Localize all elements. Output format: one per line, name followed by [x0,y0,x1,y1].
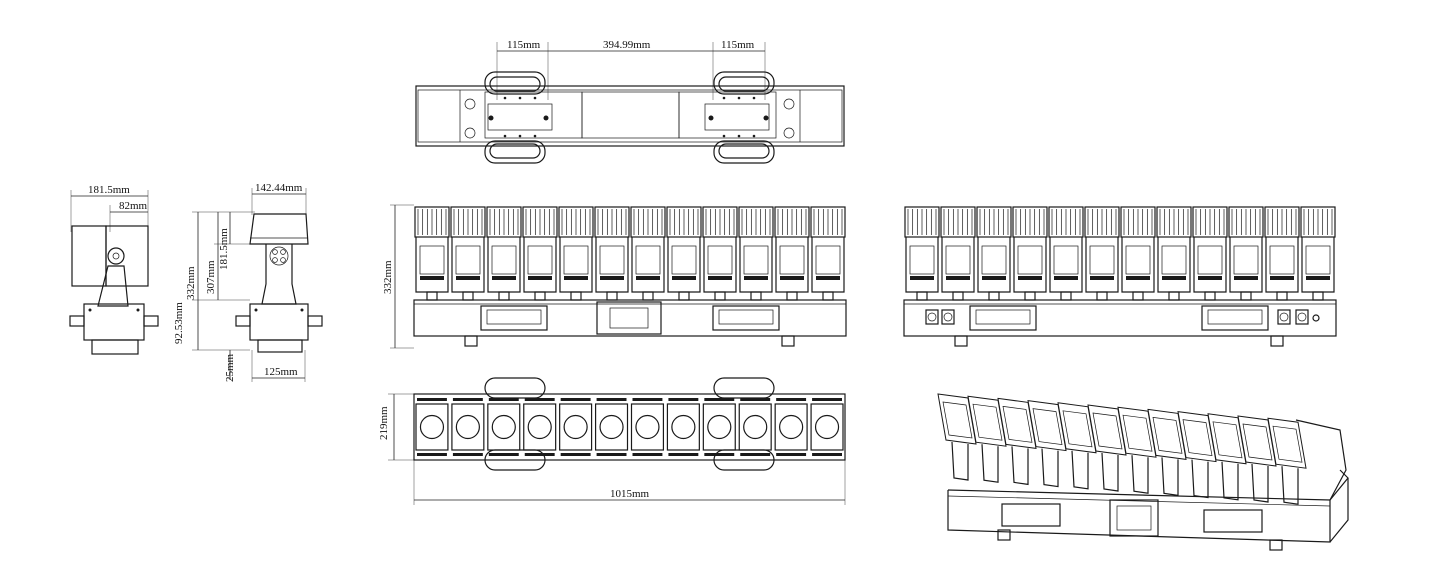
front-head [594,206,630,301]
front-head [774,206,810,301]
bottom-head [451,398,485,456]
rear-head [1192,206,1228,301]
perspective-head [997,397,1037,486]
bottom-head [523,398,557,456]
front-head [522,206,558,301]
rear-head [976,206,1012,301]
bottom-head [738,398,772,456]
front-head [738,206,774,301]
front-head [558,206,594,301]
bottom-head [810,398,844,456]
perspective-head [937,393,977,481]
front-dim-height: 332mm [382,260,394,294]
bottom-head [774,398,808,456]
front-view: 332mm [382,204,847,349]
perspective-view [937,393,1349,551]
bottom-view: 219mm 1015mm [378,377,846,505]
bottom-heads [415,398,844,456]
rear-head [940,206,976,301]
perspective-head [1177,411,1217,499]
front-head [414,206,450,301]
rear-head [1300,206,1336,301]
end-dim-307: 307mm [205,260,217,294]
perspective-head [1237,415,1277,503]
bottom-head [559,398,593,456]
rear-head [1228,206,1264,301]
perspective-head [1027,400,1067,488]
perspective-head [1147,408,1187,497]
front-heads [414,206,846,301]
top-dim-left: 115mm [507,39,541,51]
bottom-dim-length: 1015mm [610,488,650,500]
bottom-head [630,398,665,456]
bottom-dim-depth: 219mm [378,406,390,440]
front-head [450,206,486,301]
rear-head [904,206,940,301]
bottom-head [487,398,521,456]
rear-head [1264,206,1300,301]
top-dim-middle: 394.99mm [603,39,651,51]
perspective-head [1207,413,1247,501]
rear-head [1048,206,1084,301]
rear-head [1012,206,1048,301]
perspective-head [967,395,1007,483]
rear-head [1084,206,1120,301]
rear-view [903,206,1337,347]
side-dim-depth: 82mm [119,200,148,212]
rear-heads [904,206,1336,301]
bottom-head [666,398,700,456]
end-view: 142.44mm 332mm 307mm 181.5mm 92.53mm 25m… [173,182,323,382]
bottom-head [594,398,629,456]
end-dim-foot-height: 25mm [224,353,236,382]
end-dim-base-width: 125mm [264,366,298,378]
side-dim-width: 181.5mm [88,184,130,196]
end-dim-332: 332mm [185,266,197,300]
perspective-head [1117,406,1157,494]
perspective-head [1057,402,1097,490]
front-head [810,206,846,301]
bottom-head [702,398,736,456]
end-dim-head-width: 142.44mm [255,182,303,194]
end-dim-base-height: 92.53mm [173,302,185,344]
perspective-head [1267,417,1307,505]
front-head [702,206,738,301]
top-view: 115mm 394.99mm 115mm [415,39,845,164]
rear-head [1120,206,1156,301]
bottom-head [415,398,449,456]
perspective-heads [937,393,1347,505]
front-head [666,206,702,301]
front-head [486,206,522,301]
end-dim-head-height: 181.5mm [218,228,230,270]
side-view: 181.5mm 82mm [69,184,159,355]
top-dim-right: 115mm [721,39,755,51]
front-head [630,206,666,301]
perspective-head [1087,404,1127,492]
rear-head [1156,206,1192,301]
